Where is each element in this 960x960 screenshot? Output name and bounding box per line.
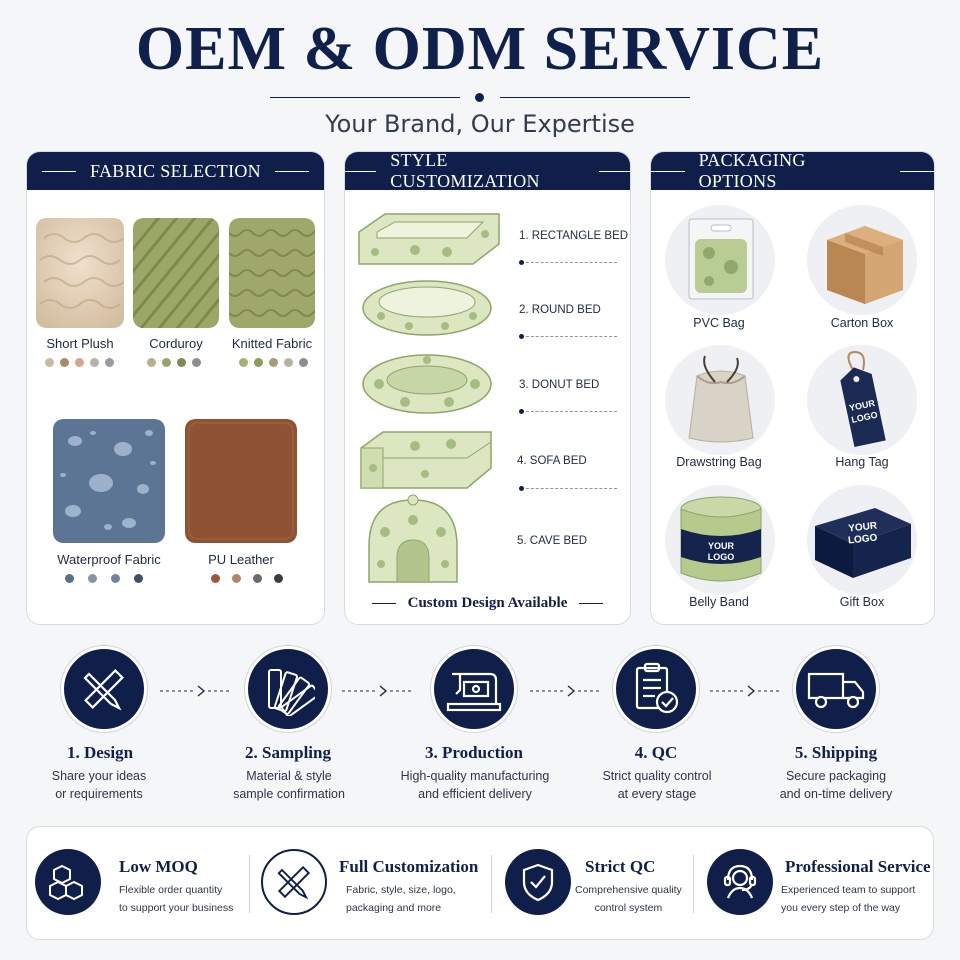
custom-design-footer: Custom Design Available — [345, 595, 630, 612]
style-label: 1. RECTANGLE BED — [519, 230, 629, 242]
pu-leather-swatch[interactable] — [185, 419, 297, 543]
fabric-label: PU Leather — [208, 552, 274, 567]
process-arrow-icon — [710, 685, 782, 697]
packaging-options-panel: PACKAGING OPTIONS PVC Bag Carton Box Dra… — [650, 151, 935, 625]
shield-check-icon — [505, 849, 571, 915]
style-label: 5. CAVE BED — [517, 535, 588, 547]
divider — [491, 855, 492, 913]
corduroy-swatch[interactable] — [133, 218, 219, 328]
step-title: 4. QC — [634, 743, 678, 762]
divider — [249, 855, 250, 913]
drawstring-bag-image[interactable] — [679, 352, 763, 448]
style-label: 2. ROUND BED — [519, 304, 601, 316]
sofa-bed-image[interactable] — [355, 424, 497, 492]
step-title: 3. Production — [425, 743, 523, 762]
pkg-label: Belly Band — [689, 595, 749, 609]
pencil-ruler-icon — [83, 669, 124, 711]
style-heading: STYLE CUSTOMIZATION — [390, 151, 540, 191]
boxes-icon — [35, 849, 101, 915]
clipboard-check-icon — [635, 662, 679, 714]
pkg-label: Carton Box — [830, 316, 894, 330]
gift-box-image[interactable]: YOUR LOGO — [811, 502, 915, 582]
pencil-ruler-icon — [261, 849, 327, 915]
sampling-step-icon[interactable] — [245, 646, 331, 732]
short-plush-colors — [45, 358, 114, 367]
custom-design-label: Custom Design Available — [407, 595, 568, 611]
fabric-heading: FABRIC SELECTION — [90, 160, 261, 181]
style-label: 4. SOFA BED — [517, 455, 587, 467]
packaging-panel-header: PACKAGING OPTIONS — [651, 151, 934, 191]
step-title: 1. Design — [66, 743, 134, 762]
corduroy-colors — [147, 358, 201, 367]
production-step-icon[interactable] — [431, 646, 517, 732]
headset-icon — [707, 849, 773, 915]
knitted-colors — [239, 358, 308, 367]
process-arrow-icon — [530, 685, 602, 697]
feature-title: Strict QC — [585, 857, 656, 876]
page-title: OEM & ODM SERVICE — [135, 15, 825, 83]
fabric-label: Knitted Fabric — [231, 336, 313, 351]
sewing-machine-icon — [446, 672, 502, 712]
step-title: 2. Sampling — [245, 743, 331, 762]
pkg-label: Gift Box — [839, 595, 885, 609]
title-divider — [270, 93, 690, 102]
waterproof-fabric-swatch[interactable] — [53, 419, 165, 543]
style-label: 3. DONUT BED — [519, 379, 600, 391]
style-divider — [519, 334, 617, 339]
belly-band-image[interactable]: YOUR LOGO — [677, 493, 765, 589]
style-divider — [519, 486, 617, 491]
process-arrow-icon — [160, 685, 232, 697]
logo-text: YOUR — [848, 520, 879, 534]
shipping-step-icon[interactable] — [793, 646, 879, 732]
short-plush-swatch[interactable] — [36, 218, 124, 328]
pu-leather-colors — [211, 574, 283, 583]
logo-text: LOGO — [848, 532, 879, 546]
knitted-fabric-swatch[interactable] — [229, 218, 315, 328]
style-customization-panel: STYLE CUSTOMIZATION 1. RECTANGLE BED 2. … — [344, 151, 631, 625]
round-bed-image[interactable] — [359, 276, 495, 338]
pkg-label: PVC Bag — [693, 316, 745, 330]
feature-title: Low MOQ — [119, 857, 198, 876]
cave-bed-image[interactable] — [363, 492, 463, 588]
feature-desc: Fabric, style, size, logo,packaging and … — [346, 884, 456, 914]
step-title: 5. Shipping — [794, 743, 878, 762]
swatch-fan-icon — [268, 669, 315, 716]
pkg-label: Hang Tag — [835, 455, 889, 469]
qc-step-icon[interactable] — [613, 646, 699, 732]
feature-title: Full Customization — [339, 857, 479, 876]
carton-box-image[interactable] — [819, 218, 907, 306]
waterproof-colors — [65, 574, 143, 583]
page-subtitle: Your Brand, Our Expertise — [325, 110, 635, 138]
fabric-label: Waterproof Fabric — [57, 552, 161, 567]
logo-text: LOGO — [708, 552, 735, 562]
fabric-label: Corduroy — [149, 336, 203, 351]
logo-text: YOUR — [708, 541, 735, 551]
fabric-label: Short Plush — [46, 336, 114, 351]
process-arrow-icon — [342, 685, 414, 697]
style-divider — [519, 409, 617, 414]
style-panel-header: STYLE CUSTOMIZATION — [345, 151, 630, 191]
style-divider — [519, 260, 617, 265]
hang-tag-image[interactable]: YOUR LOGO — [833, 350, 897, 450]
feature-title: Professional Service — [785, 857, 931, 876]
fabric-selection-panel: FABRIC SELECTION Short Plush Corduroy — [26, 151, 325, 625]
design-step-icon[interactable] — [61, 646, 147, 732]
truck-icon — [807, 672, 865, 709]
donut-bed-image[interactable] — [359, 350, 495, 416]
divider — [693, 855, 694, 913]
pvc-bag-image[interactable] — [685, 217, 757, 301]
rectangle-bed-image[interactable] — [355, 204, 503, 268]
packaging-heading: PACKAGING OPTIONS — [698, 151, 806, 191]
fabric-panel-header: FABRIC SELECTION — [27, 152, 324, 190]
pkg-label: Drawstring Bag — [676, 455, 762, 469]
